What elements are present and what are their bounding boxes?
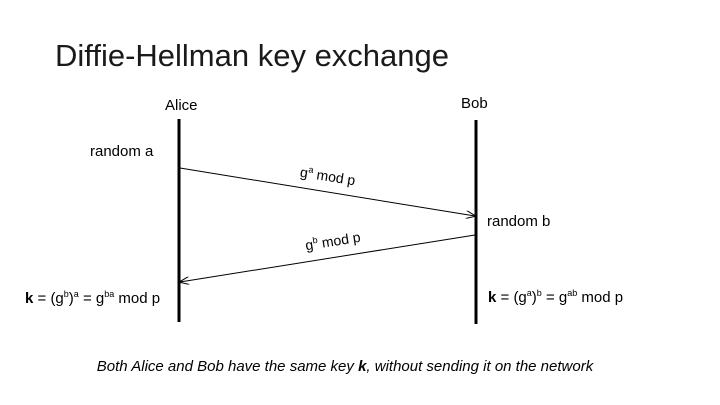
footer-key: k bbox=[358, 358, 367, 375]
footer-after: , without sending it on the network bbox=[366, 358, 594, 375]
bob-key-sup2: b bbox=[536, 288, 542, 298]
alice-key-symbol: k bbox=[25, 290, 34, 307]
bob-key-eq1: = (g bbox=[496, 289, 527, 306]
bob-key-close: ) bbox=[531, 289, 537, 306]
bob-key-symbol: k bbox=[488, 289, 497, 306]
alice-key-sup3: ba bbox=[104, 289, 115, 299]
bob-key-tail: mod p bbox=[577, 289, 624, 306]
alice-key-equation: k = (gb)a = gba mod p bbox=[25, 289, 161, 308]
footer-before: Both Alice and Bob have the same key bbox=[96, 358, 359, 375]
bob-random-label: random b bbox=[487, 213, 551, 230]
arrow-bob-to-alice bbox=[180, 234, 476, 282]
alice-random-label: random a bbox=[90, 143, 154, 160]
alice-key-tail: mod p bbox=[114, 290, 161, 307]
bob-key-sup1: a bbox=[526, 288, 532, 298]
alice-key-close: ) bbox=[68, 290, 74, 307]
alice-label: Alice bbox=[165, 97, 198, 114]
alice-key-sup2: a bbox=[73, 289, 79, 299]
arrow-alice-to-bob bbox=[179, 167, 475, 216]
alice-key-eq2: = g bbox=[78, 290, 105, 307]
bob-key-eq2: = g bbox=[541, 289, 568, 306]
bob-key-equation: k = (ga)b = gab mod p bbox=[488, 288, 624, 307]
footer-caption: Both Alice and Bob have the same key k, … bbox=[0, 358, 690, 375]
slide-title: Diffie-Hellman key exchange bbox=[55, 38, 450, 73]
alice-key-sup1: b bbox=[63, 289, 69, 299]
bob-key-sup3: ab bbox=[567, 288, 578, 298]
alice-key-eq1: = (g bbox=[33, 290, 64, 307]
bob-label: Bob bbox=[461, 95, 488, 112]
